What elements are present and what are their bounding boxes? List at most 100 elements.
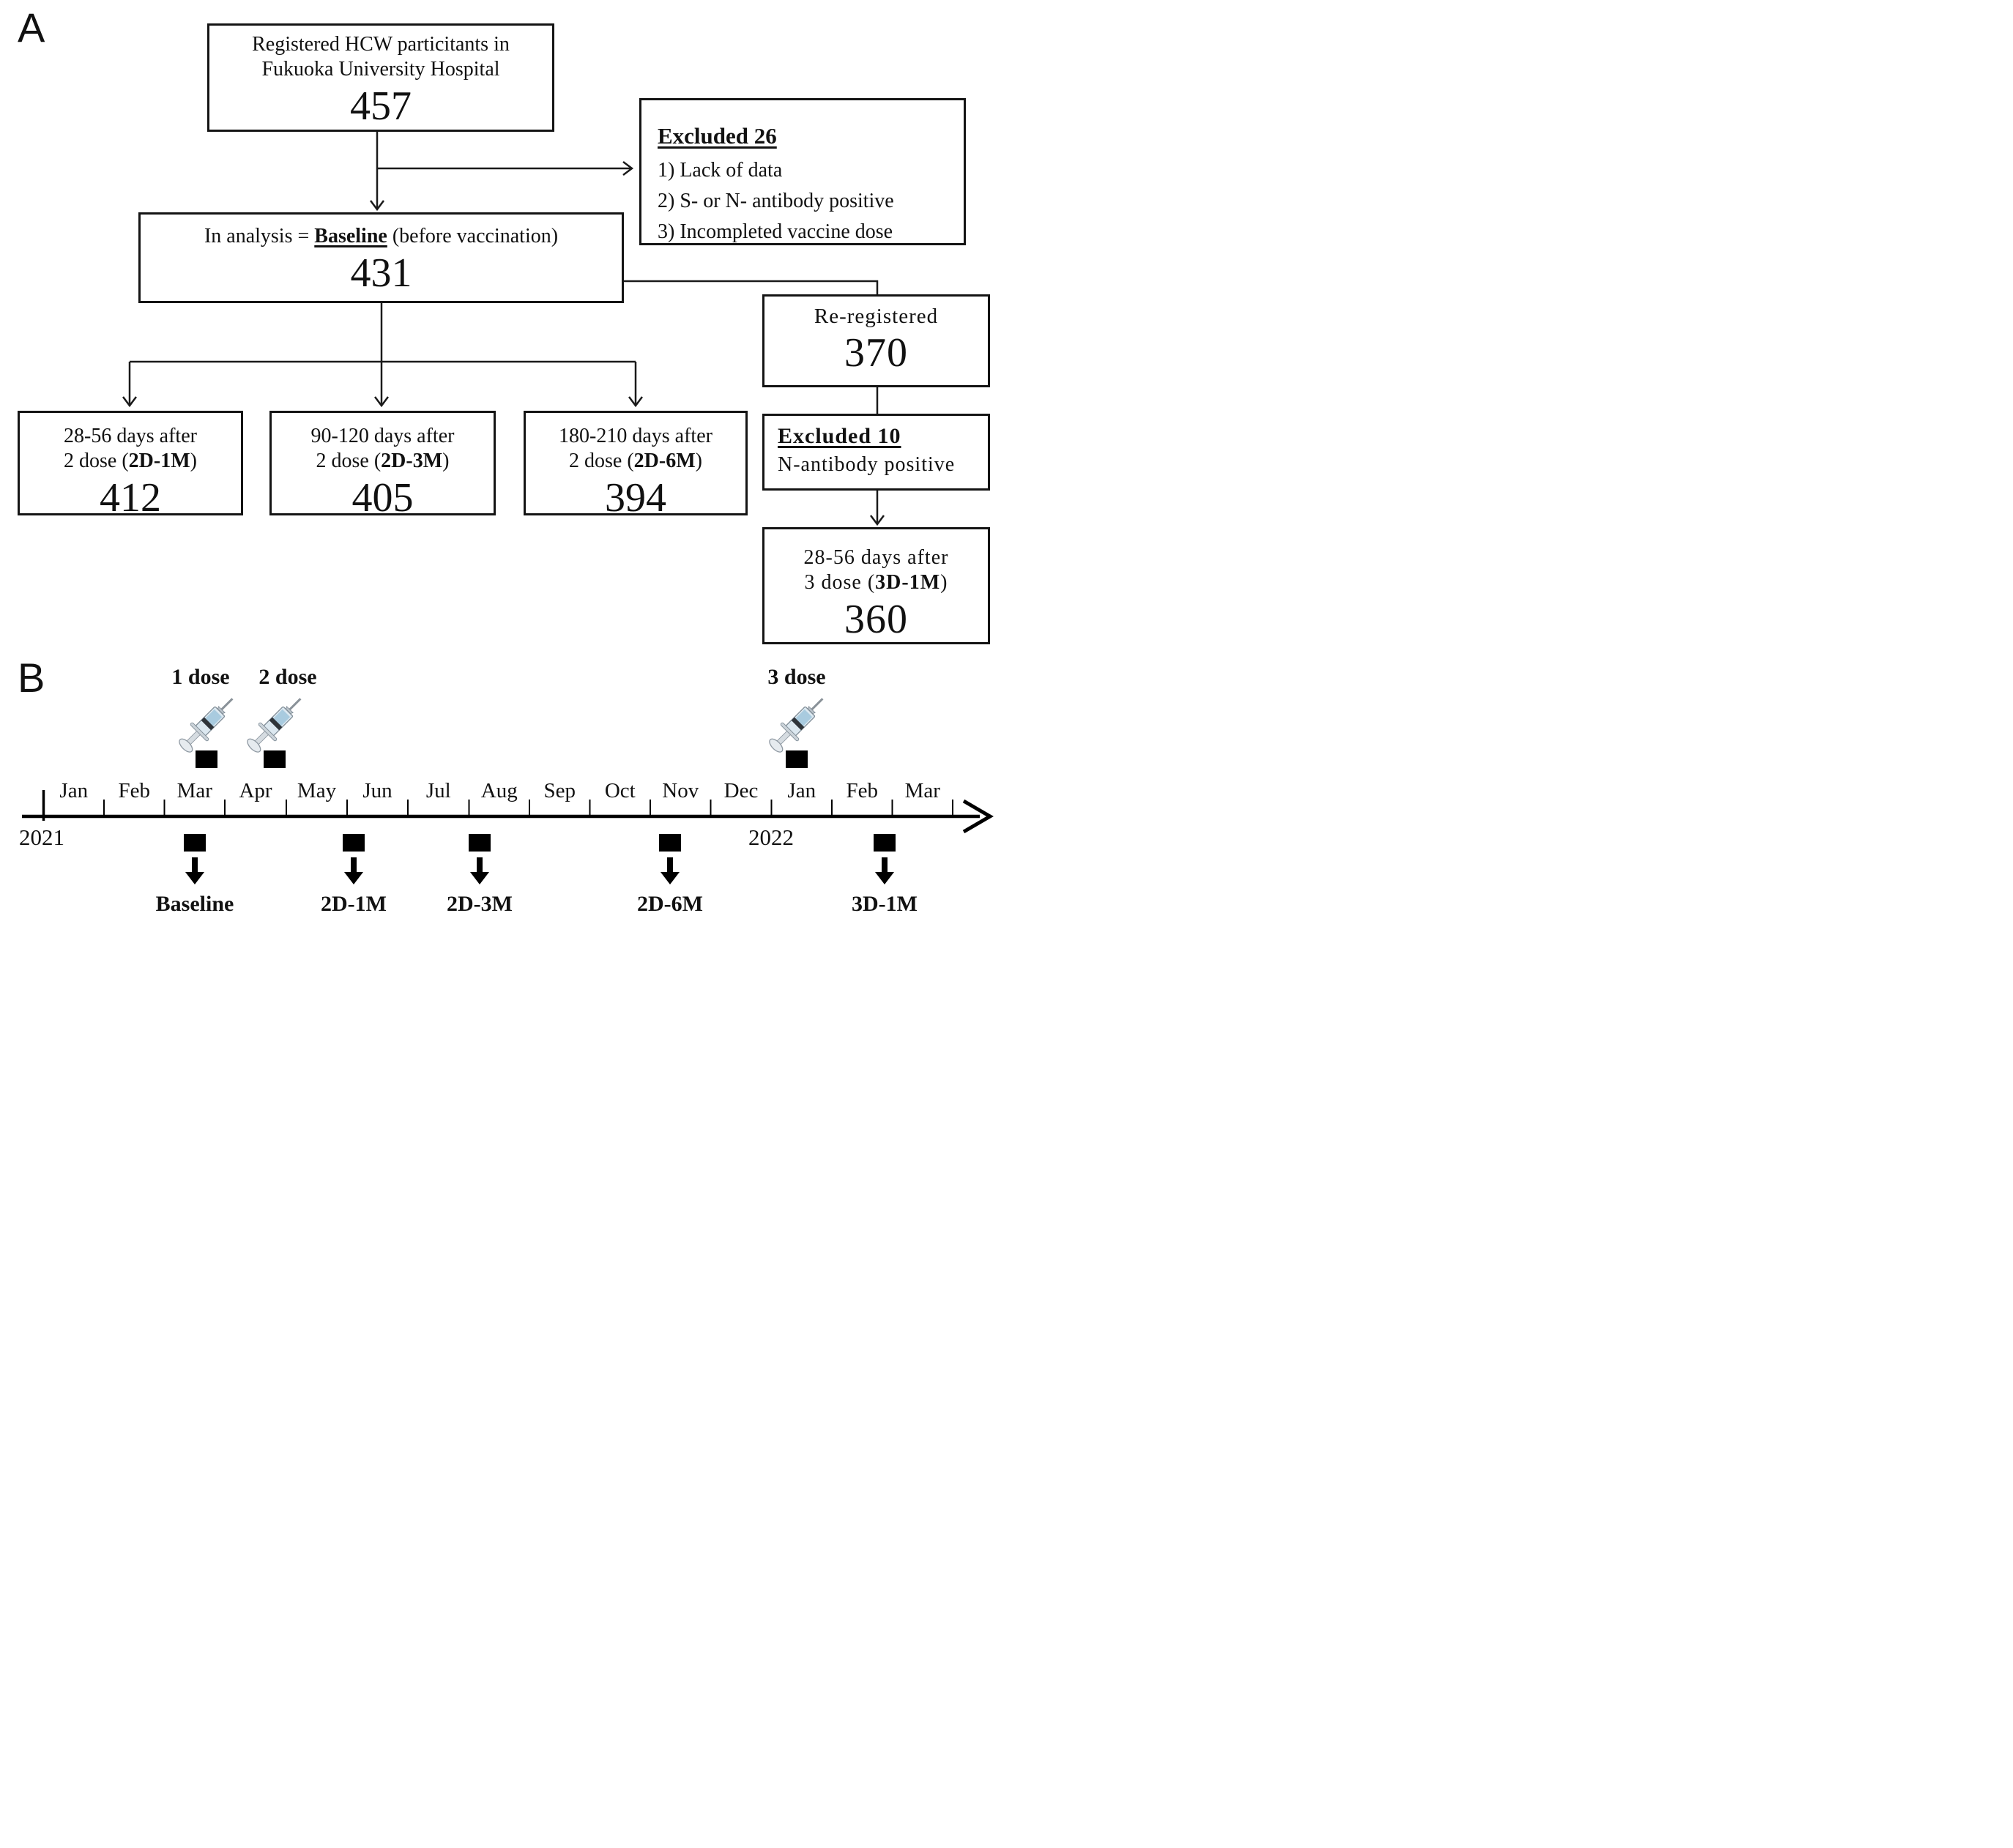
down-arrow-stem <box>667 857 673 872</box>
down-arrow-head <box>344 872 363 884</box>
marker-label: Baseline <box>155 892 234 916</box>
box-2d6m-post: ) <box>695 450 702 472</box>
box-3d1m-line1: 28-56 days after <box>803 546 949 569</box>
arrowhead-3d1m <box>870 515 885 526</box>
marker-3d-1m: 3D-1M <box>833 834 936 916</box>
analysis-pre: In analysis = <box>204 225 315 247</box>
registered-box: Registered HCW particitants in Fukuoka U… <box>207 23 554 132</box>
reregistered-line1: Re-registered <box>814 305 939 328</box>
box-2d6m-count: 394 <box>605 475 666 521</box>
analysis-baseline-word: Baseline <box>314 225 387 247</box>
down-arrow-head <box>185 872 204 884</box>
timeline-month-label: Sep <box>543 779 576 802</box>
timeline-month-label: Apr <box>239 779 272 802</box>
timeline-month-label: Jul <box>425 779 451 802</box>
sampling-square <box>343 834 365 852</box>
dose3-label: 3 dose <box>767 665 826 689</box>
box-3d1m-code: 3D-1M <box>875 571 941 594</box>
panel-a-label: A <box>18 4 45 51</box>
timeline-arrowhead <box>962 799 994 834</box>
box-3d1m-count: 360 <box>844 597 908 642</box>
dose1-label: 1 dose <box>171 665 230 689</box>
box-2d3m-line1: 90-120 days after <box>310 425 455 447</box>
box-2d-1m: 28-56 days after 2 dose (2D-1M) 412 <box>18 411 243 519</box>
registered-line2: Fukuoka University Hospital <box>261 58 500 81</box>
box-2d6m-line1: 180-210 days after <box>559 425 712 447</box>
timeline-month-label: Mar <box>176 779 212 802</box>
box-2d-6m: 180-210 days after 2 dose (2D-6M) 394 <box>524 411 748 519</box>
excluded26-title: Excluded 26 <box>658 123 777 149</box>
box-3d1m-post: ) <box>940 571 948 594</box>
arrowhead-2d6m <box>628 396 643 408</box>
sampling-square <box>874 834 896 852</box>
box-2d3m-count: 405 <box>351 475 414 521</box>
box-2d-3m: 90-120 days after 2 dose (2D-3M) 405 <box>269 411 496 519</box>
timeline-month-label: Mar <box>904 779 940 802</box>
sampling-square <box>469 834 491 852</box>
marker-baseline: Baseline <box>144 834 246 916</box>
down-arrow-head <box>661 872 680 884</box>
dose2-marker-square <box>264 750 286 768</box>
registered-count: 457 <box>350 83 412 129</box>
box-3d1m-pre: 3 dose ( <box>804 571 876 594</box>
dose2-label: 2 dose <box>258 665 317 689</box>
box-2d1m-line1: 28-56 days after <box>64 425 197 447</box>
down-arrow-stem <box>351 857 357 872</box>
arrowhead-2d3m <box>374 396 389 408</box>
arrowhead-2d1m <box>122 396 137 408</box>
analysis-count: 431 <box>350 250 412 296</box>
excluded26-item1: 1) Lack of data <box>658 159 783 182</box>
down-arrow-stem <box>477 857 483 872</box>
excluded10-title: Excluded 10 <box>778 424 901 448</box>
dose3-marker-square <box>786 750 808 768</box>
marker-2d-6m: 2D-6M <box>619 834 721 916</box>
timeline-month-label: Nov <box>662 779 699 802</box>
timeline-month-label: Feb <box>846 779 879 802</box>
box-3d-1m: 28-56 days after 3 dose (3D-1M) 360 <box>762 527 990 644</box>
down-arrow-stem <box>192 857 198 872</box>
marker-label: 2D-6M <box>637 892 703 916</box>
dose1-marker-square <box>196 750 217 768</box>
year-2021-label: 2021 <box>19 824 64 850</box>
timeline-month-label: Jan <box>59 779 89 802</box>
down-arrow-head <box>470 872 489 884</box>
box-2d3m-pre: 2 dose ( <box>316 450 382 472</box>
reregistered-box: Re-registered 370 <box>762 294 990 387</box>
marker-label: 2D-3M <box>447 892 513 916</box>
timeline-month-label: Feb <box>118 779 151 802</box>
box-2d1m-post: ) <box>190 450 197 472</box>
timeline-month-label: Oct <box>604 779 636 802</box>
box-2d1m-count: 412 <box>100 475 161 521</box>
timeline-month-label: Aug <box>480 779 518 802</box>
box-2d1m-pre: 2 dose ( <box>64 450 129 472</box>
sampling-square <box>184 834 206 852</box>
box-2d6m-code: 2D-6M <box>633 450 696 472</box>
excluded26-box: Excluded 26 1) Lack of data 2) S- or N- … <box>639 98 966 245</box>
box-2d3m-code: 2D-3M <box>381 450 443 472</box>
year-2022-label: 2022 <box>748 824 794 850</box>
box-2d3m-post: ) <box>442 450 450 472</box>
marker-2d-1m: 2D-1M <box>302 834 405 916</box>
analysis-box: In analysis = Baseline (before vaccinati… <box>138 212 624 303</box>
connector-431-to-reregistered <box>624 280 879 294</box>
panel-b-label: B <box>18 655 45 701</box>
box-2d1m-code: 2D-1M <box>128 450 190 472</box>
down-arrow-stem <box>882 857 888 872</box>
marker-2d-3m: 2D-3M <box>428 834 531 916</box>
marker-label: 2D-1M <box>321 892 387 916</box>
arrowhead-down-431 <box>370 200 384 212</box>
excluded10-item1: N-antibody positive <box>778 453 956 476</box>
timeline-month-label: Jun <box>362 779 392 802</box>
marker-label: 3D-1M <box>852 892 918 916</box>
excluded10-box: Excluded 10 N-antibody positive <box>762 414 990 491</box>
figure-canvas: A Registered HCW particitants in Fukuoka… <box>0 0 1007 924</box>
analysis-post: (before vaccination) <box>387 225 559 247</box>
down-arrow-head <box>875 872 894 884</box>
timeline-month-label: Dec <box>723 779 759 802</box>
box-2d6m-pre: 2 dose ( <box>569 450 634 472</box>
timeline-month-label: Jan <box>787 779 816 802</box>
registered-line1: Registered HCW particitants in <box>252 33 510 56</box>
reregistered-count: 370 <box>844 330 908 376</box>
excluded26-item3: 3) Incompleted vaccine dose <box>658 220 893 243</box>
arrowhead-right-excluded26 <box>622 161 634 176</box>
